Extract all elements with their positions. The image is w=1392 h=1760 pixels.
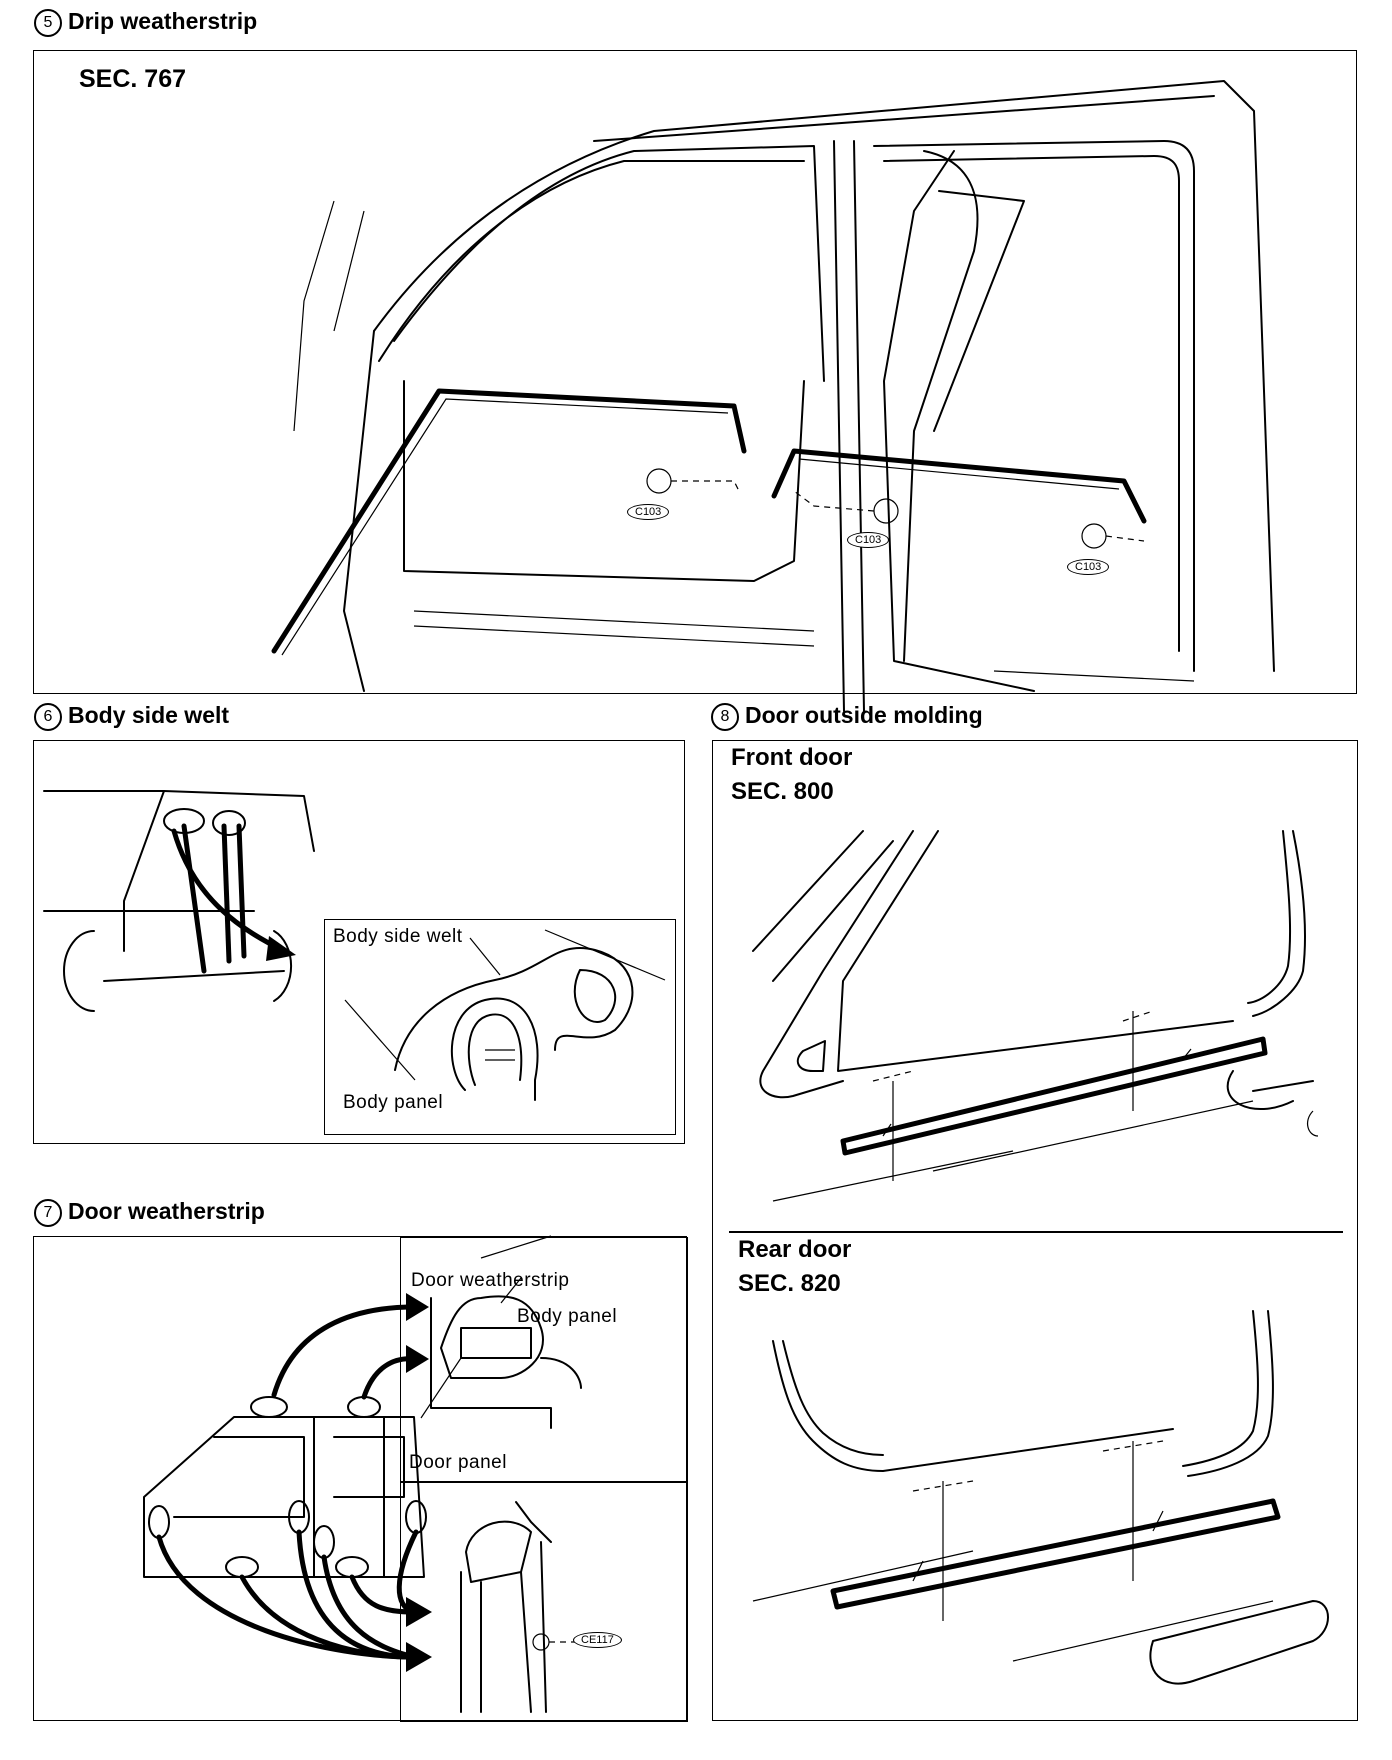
body-side-welt-illustration bbox=[43, 790, 315, 1012]
section-number: 5 bbox=[34, 9, 62, 37]
weatherstrip-detail-inset: Door weatherstrip Body panel Door panel bbox=[400, 1235, 688, 1483]
welt-detail-inset: Body side welt Body panel bbox=[324, 919, 676, 1135]
door-weatherstrip-panel: Door weatherstrip Body panel Door panel … bbox=[33, 1235, 688, 1722]
body-panel-label: Body panel bbox=[517, 1306, 618, 1327]
drip-weatherstrip-illustration bbox=[271, 80, 1275, 712]
front-door-molding-illustration bbox=[752, 830, 1319, 1202]
door-panel-label: Door panel bbox=[409, 1452, 507, 1473]
front-door-sec-number: SEC. 800 bbox=[731, 778, 834, 805]
clip-ce117-callout: CE117 bbox=[573, 1632, 622, 1648]
drip-weatherstrip-panel: SEC. 767 C103 C103 C103 bbox=[33, 50, 1357, 712]
door-weatherstrip-label: Door weatherstrip bbox=[411, 1270, 570, 1291]
rear-door-sec-number: SEC. 820 bbox=[738, 1270, 841, 1297]
section-title: Door outside molding bbox=[745, 702, 983, 728]
section-title: Body side welt bbox=[68, 702, 230, 728]
clip-c103-callout: C103 bbox=[1067, 559, 1110, 575]
rear-door-molding-illustration bbox=[752, 1310, 1329, 1685]
rear-door-label: Rear door bbox=[738, 1236, 852, 1263]
sec-number: SEC. 767 bbox=[79, 65, 187, 93]
body-side-welt-panel: Body side welt Body panel bbox=[33, 740, 685, 1144]
section-title: Door weatherstrip bbox=[68, 1198, 265, 1224]
front-door-label: Front door bbox=[731, 744, 853, 771]
clip-c103-callout: C103 bbox=[847, 532, 890, 548]
molding-divider bbox=[729, 1231, 1343, 1233]
door-outside-molding-panel: Front door SEC. 800 Rear door SEC. 820 bbox=[712, 740, 1358, 1721]
section-title: Drip weatherstrip bbox=[68, 8, 258, 34]
weatherstrip-clip-inset: CE117 bbox=[400, 1481, 688, 1722]
section-number: 6 bbox=[34, 703, 62, 731]
body-panel-label: Body panel bbox=[343, 1092, 444, 1113]
weatherstrip-clip-illustration bbox=[460, 1501, 576, 1713]
body-side-welt-label: Body side welt bbox=[333, 926, 463, 947]
section-number: 8 bbox=[711, 703, 739, 731]
welt-cross-section bbox=[344, 929, 666, 1101]
weatherstrip-cross-section bbox=[420, 1235, 582, 1429]
clip-c103-callout: C103 bbox=[627, 504, 670, 520]
section-number: 7 bbox=[34, 1199, 62, 1227]
